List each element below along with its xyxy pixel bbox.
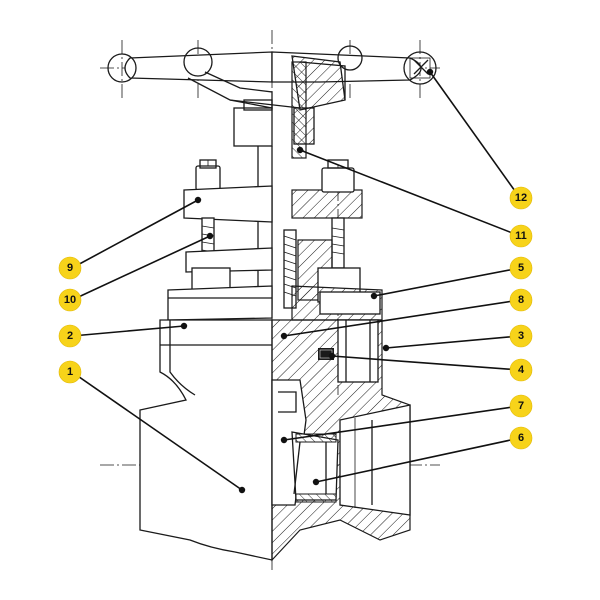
callout-11-label: 11 bbox=[515, 230, 527, 242]
callout-4-label: 4 bbox=[518, 364, 525, 376]
callout-1: 1 bbox=[58, 360, 82, 384]
callout-7: 7 bbox=[509, 394, 533, 418]
callout-11: 11 bbox=[509, 224, 533, 248]
leader-lines bbox=[71, 68, 521, 494]
callout-2: 2 bbox=[58, 324, 82, 348]
stem-and-yoke-nut bbox=[233, 61, 315, 310]
callout-3: 3 bbox=[509, 324, 533, 348]
callout-10: 10 bbox=[58, 288, 82, 312]
callout-8-label: 8 bbox=[518, 294, 524, 306]
callout-1-label: 1 bbox=[67, 366, 73, 378]
callout-4: 4 bbox=[509, 358, 533, 382]
callout-12-label: 12 bbox=[515, 192, 527, 204]
wedge-and-seat bbox=[271, 379, 339, 506]
gland-bolts-left bbox=[183, 159, 273, 295]
bonnet bbox=[167, 285, 383, 321]
callout-2-label: 2 bbox=[67, 330, 73, 342]
callout-3-label: 3 bbox=[518, 330, 524, 342]
callout-12: 12 bbox=[509, 186, 533, 210]
gland-bolts-right bbox=[291, 159, 363, 303]
callout-8: 8 bbox=[509, 288, 533, 312]
callout-6-label: 6 bbox=[518, 432, 524, 444]
callout-10-label: 10 bbox=[64, 294, 76, 306]
callout-7-label: 7 bbox=[518, 400, 524, 412]
callout-9: 9 bbox=[58, 256, 82, 280]
callout-6: 6 bbox=[509, 426, 533, 450]
callout-9-label: 9 bbox=[67, 262, 73, 274]
callout-5: 5 bbox=[509, 256, 533, 280]
callout-5-label: 5 bbox=[518, 262, 524, 274]
